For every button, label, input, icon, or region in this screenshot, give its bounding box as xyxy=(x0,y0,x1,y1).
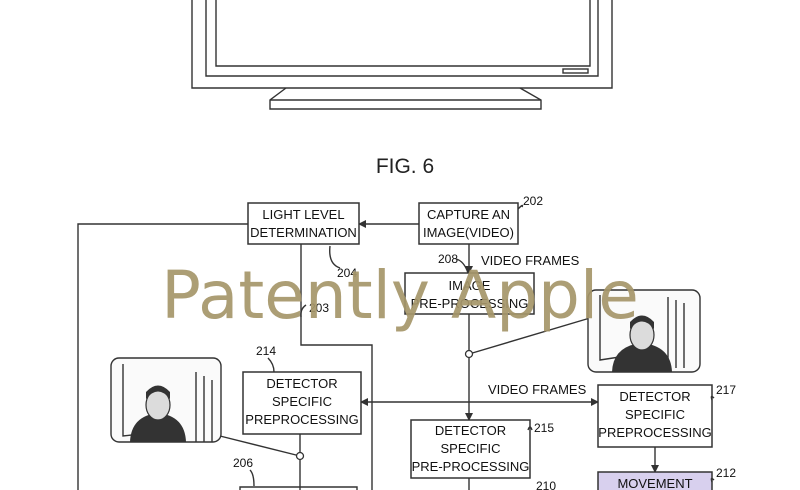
detector-center-line-2: SPECIFIC xyxy=(441,441,501,456)
ref-217: 217 xyxy=(716,383,736,397)
watermark-text: Patently Apple xyxy=(161,257,639,334)
ref-202: 202 xyxy=(523,194,543,208)
movement-box: MOVEMENT xyxy=(598,472,712,490)
detector-center-line-3: PRE-PROCESSING xyxy=(412,459,530,474)
detector-left-line-2: SPECIFIC xyxy=(272,394,332,409)
video-frames-mid-label: VIDEO FRAMES xyxy=(488,382,587,397)
monitor-illustration xyxy=(192,0,612,109)
light-level-box: LIGHT LEVEL DETERMINATION xyxy=(248,203,359,244)
detector-center-box: DETECTOR SPECIFIC PRE-PROCESSING xyxy=(411,420,530,478)
figure-label: FIG. 6 xyxy=(376,155,434,178)
capture-line-1: CAPTURE AN xyxy=(427,207,510,222)
detector-center-line-1: DETECTOR xyxy=(435,423,506,438)
tap-point xyxy=(466,351,473,358)
detector-right-line-3: PREPROCESSING xyxy=(598,425,711,440)
detector-right-box: DETECTOR SPECIFIC PREPROCESSING xyxy=(598,385,712,447)
detector-left-line-1: DETECTOR xyxy=(266,376,337,391)
monitor-power-indicator xyxy=(563,69,588,73)
video-frame-thumbnail-left xyxy=(111,358,221,442)
detector-right-line-1: DETECTOR xyxy=(619,389,690,404)
capture-line-2: IMAGE(VIDEO) xyxy=(423,225,514,240)
light-level-line-2: DETERMINATION xyxy=(250,225,357,240)
capture-box: CAPTURE AN IMAGE(VIDEO) xyxy=(419,203,518,244)
tap-point xyxy=(297,453,304,460)
ref-214: 214 xyxy=(256,344,276,358)
movement-label: MOVEMENT xyxy=(617,476,692,490)
ref-215: 215 xyxy=(534,421,554,435)
detector-right-line-2: SPECIFIC xyxy=(625,407,685,422)
detector-left-box: DETECTOR SPECIFIC PREPROCESSING xyxy=(243,372,361,434)
ref-210: 210 xyxy=(536,479,556,490)
ref-206: 206 xyxy=(233,456,253,470)
light-level-line-1: LIGHT LEVEL xyxy=(262,207,344,222)
ref-212: 212 xyxy=(716,466,736,480)
detector-left-line-3: PREPROCESSING xyxy=(245,412,358,427)
